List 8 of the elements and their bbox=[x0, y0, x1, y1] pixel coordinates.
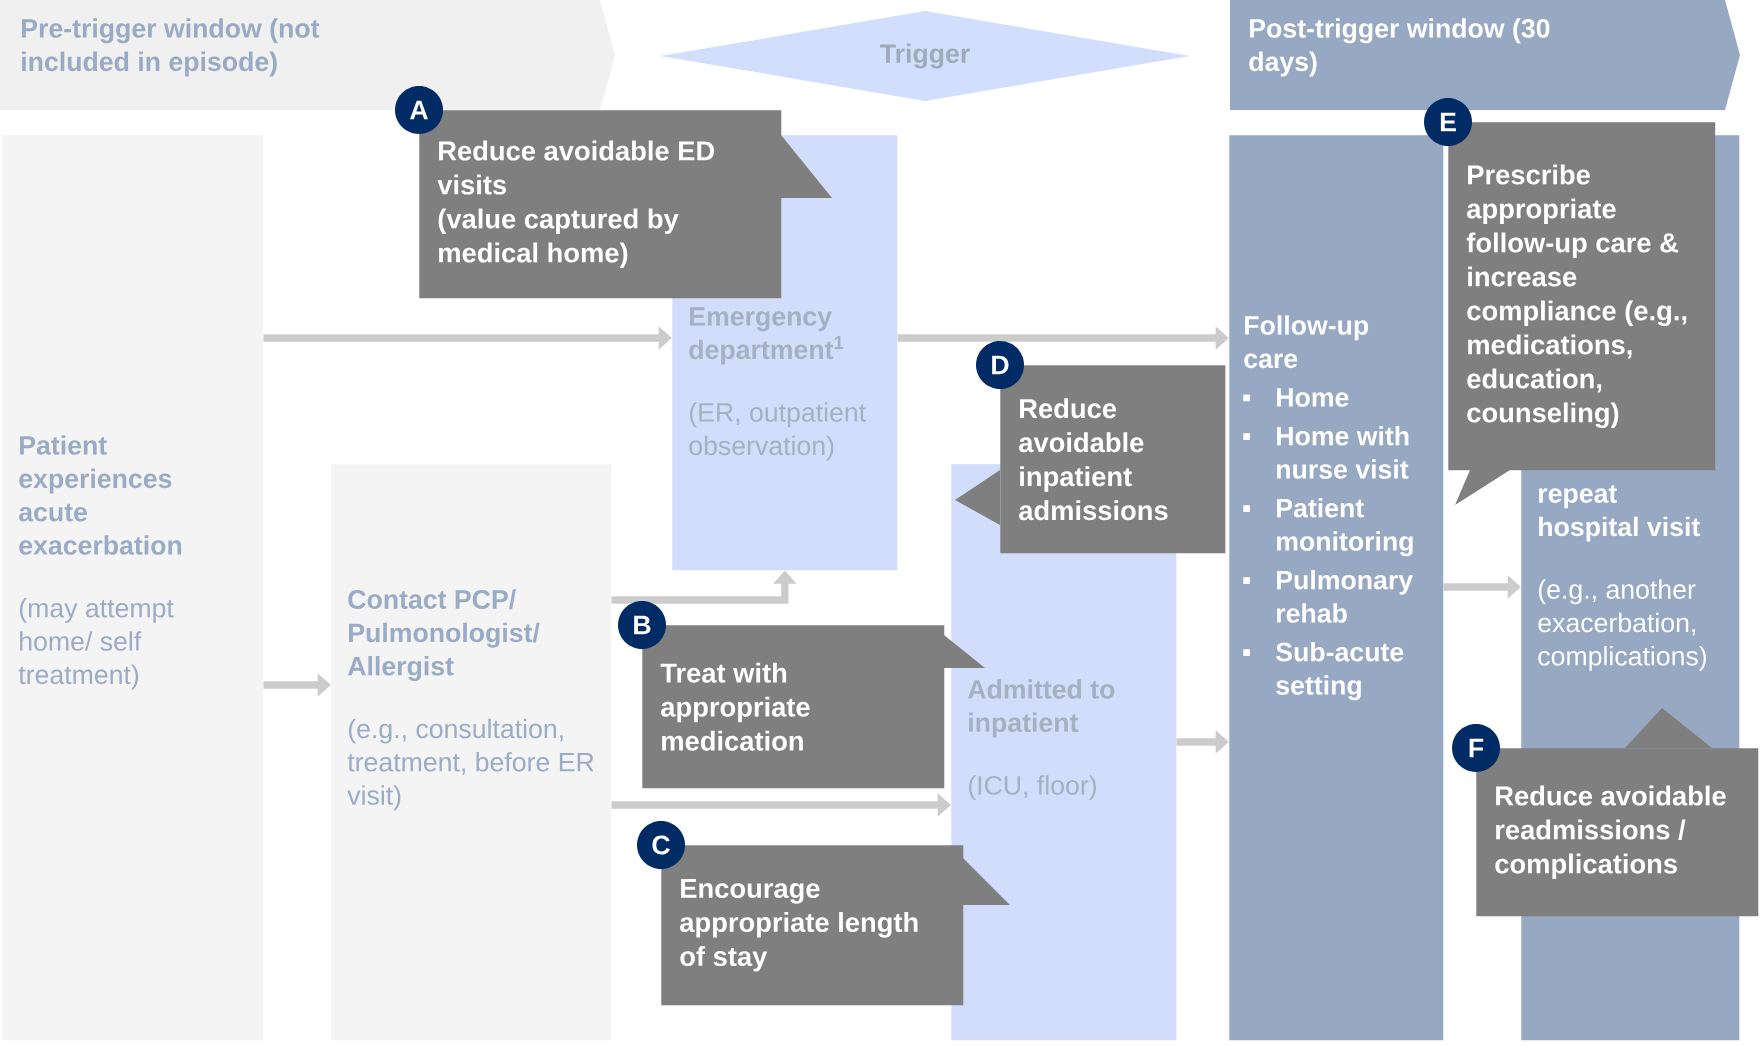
letter-badge: F bbox=[1452, 724, 1500, 772]
window-band: Post-trigger window (30 days) bbox=[1230, 0, 1740, 110]
letter-badge: D bbox=[976, 341, 1024, 389]
letter-badge: B bbox=[618, 601, 666, 649]
step-box: Contact PCP/ Pulmonologist/ Allergist (e.g., consultation, treatment, before ER visit) bbox=[331, 464, 612, 1041]
letter-badge: E bbox=[1424, 98, 1472, 146]
step-box: Follow-up care Home Home with nurse visit Patient monitoring Pulmonary rehab Sub-acute setting bbox=[1229, 135, 1444, 1041]
step-box: Patient experiences acute exacerbation (may attempt home/ self treatment) bbox=[2, 135, 264, 1041]
